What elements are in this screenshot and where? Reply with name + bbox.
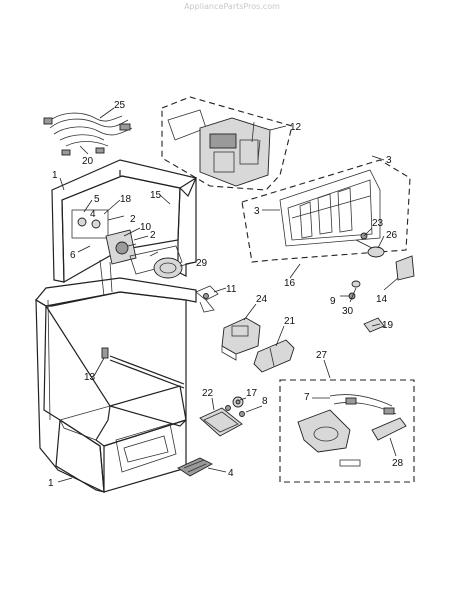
callout-12: 12 bbox=[290, 122, 302, 133]
callout-2b: 2 bbox=[150, 230, 156, 241]
callout-29: 29 bbox=[196, 258, 208, 269]
callout-5: 5 bbox=[94, 194, 100, 205]
callout-labels: 25 20 12 3 3 1 5 18 15 4 10 2 2 6 29 11 … bbox=[48, 100, 404, 489]
callout-28: 28 bbox=[392, 458, 404, 469]
callout-1b: 1 bbox=[48, 478, 54, 489]
callout-24: 24 bbox=[256, 294, 268, 305]
wire-harness[interactable] bbox=[43, 112, 133, 156]
callout-9: 9 bbox=[330, 296, 336, 307]
callout-30: 30 bbox=[342, 306, 354, 317]
callout-10: 10 bbox=[140, 222, 152, 233]
callout-4a: 4 bbox=[90, 209, 96, 220]
screws-8[interactable] bbox=[225, 405, 245, 417]
callout-17: 17 bbox=[246, 388, 258, 399]
damper-control-assembly[interactable] bbox=[99, 229, 183, 297]
ice-maker-kit[interactable] bbox=[279, 379, 415, 483]
callout-26: 26 bbox=[386, 230, 398, 241]
control-housing-group[interactable] bbox=[161, 96, 293, 191]
air-duct-24[interactable] bbox=[221, 317, 261, 361]
refrigerator-liner[interactable] bbox=[35, 277, 197, 493]
callout-15: 15 bbox=[150, 190, 162, 201]
callout-11: 11 bbox=[226, 284, 237, 295]
rear-evaporator-panel[interactable] bbox=[241, 159, 411, 263]
callout-23: 23 bbox=[372, 218, 384, 229]
callout-3a: 3 bbox=[386, 155, 392, 166]
watermark: AppliancePartsPros.com bbox=[184, 2, 280, 11]
callout-8: 8 bbox=[262, 396, 268, 407]
callout-13: 13 bbox=[84, 372, 96, 383]
callout-2a: 2 bbox=[130, 214, 136, 225]
knob-17[interactable] bbox=[232, 396, 244, 408]
leader-lines bbox=[57, 107, 399, 483]
callout-14: 14 bbox=[376, 294, 388, 305]
upper-control-box[interactable] bbox=[51, 159, 197, 284]
callout-25: 25 bbox=[114, 100, 126, 111]
control-panel-22[interactable] bbox=[199, 407, 243, 437]
fan-blade[interactable] bbox=[195, 285, 219, 313]
small-hardware-right[interactable] bbox=[348, 232, 415, 333]
callout-19: 19 bbox=[382, 320, 394, 331]
grille-4[interactable] bbox=[177, 457, 213, 477]
callout-21: 21 bbox=[284, 316, 296, 327]
callout-20: 20 bbox=[82, 156, 94, 167]
callout-1a: 1 bbox=[52, 170, 58, 181]
callout-16: 16 bbox=[284, 278, 296, 289]
callout-27: 27 bbox=[316, 350, 328, 361]
callout-3b: 3 bbox=[254, 206, 260, 217]
callout-4b: 4 bbox=[228, 468, 234, 479]
callout-7: 7 bbox=[304, 392, 310, 403]
callout-18: 18 bbox=[120, 194, 132, 205]
callout-22: 22 bbox=[202, 388, 214, 399]
callout-6: 6 bbox=[70, 250, 76, 261]
bracket-21[interactable] bbox=[253, 339, 295, 373]
